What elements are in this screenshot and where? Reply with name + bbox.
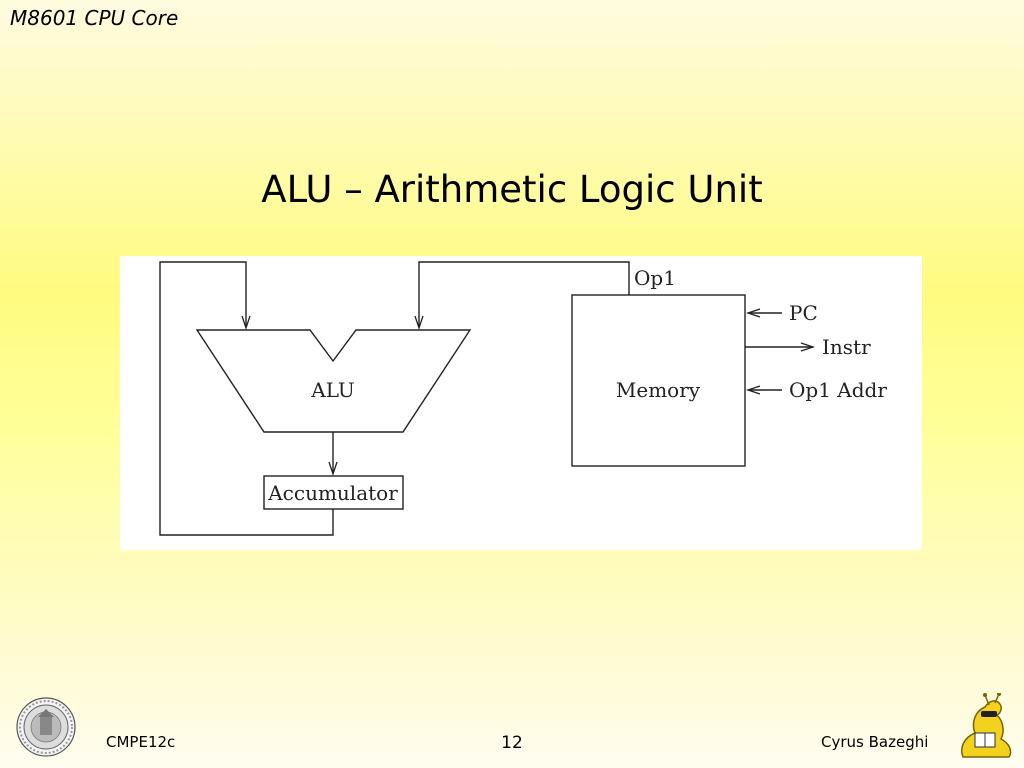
footer-page-number: 12 [501, 733, 523, 753]
arrowhead-alu-left [241, 315, 251, 331]
arrowhead-op1-addr [745, 385, 761, 395]
feedback-wire [159, 261, 334, 536]
memory-label: Memory [616, 378, 701, 402]
footer-author: Cyrus Bazeghi [821, 733, 929, 751]
arrowhead-pc [745, 308, 761, 318]
university-seal-icon [16, 697, 76, 757]
op1-addr-label: Op1 Addr [789, 378, 887, 402]
instr-label: Instr [822, 335, 871, 359]
footer-course: CMPE12c [106, 733, 176, 751]
accumulator-label: Accumulator [267, 481, 398, 505]
alu-diagram: ALU Accumulator Memory Op1 PC Instr Op1 … [120, 256, 922, 550]
banana-slug-mascot-icon [955, 692, 1017, 763]
alu-label: ALU [310, 378, 355, 402]
memory-box [571, 294, 746, 467]
arrowhead-alu-right [414, 315, 424, 331]
slide-title: ALU – Arithmetic Logic Unit [261, 168, 763, 211]
alu-shape [195, 329, 472, 433]
section-title: M8601 CPU Core [10, 6, 179, 30]
arrowhead-instr [800, 342, 816, 352]
arrowhead-accumulator [328, 461, 338, 477]
op1-label: Op1 [634, 266, 676, 290]
op1-wire [418, 261, 630, 326]
pc-label: PC [789, 301, 818, 325]
